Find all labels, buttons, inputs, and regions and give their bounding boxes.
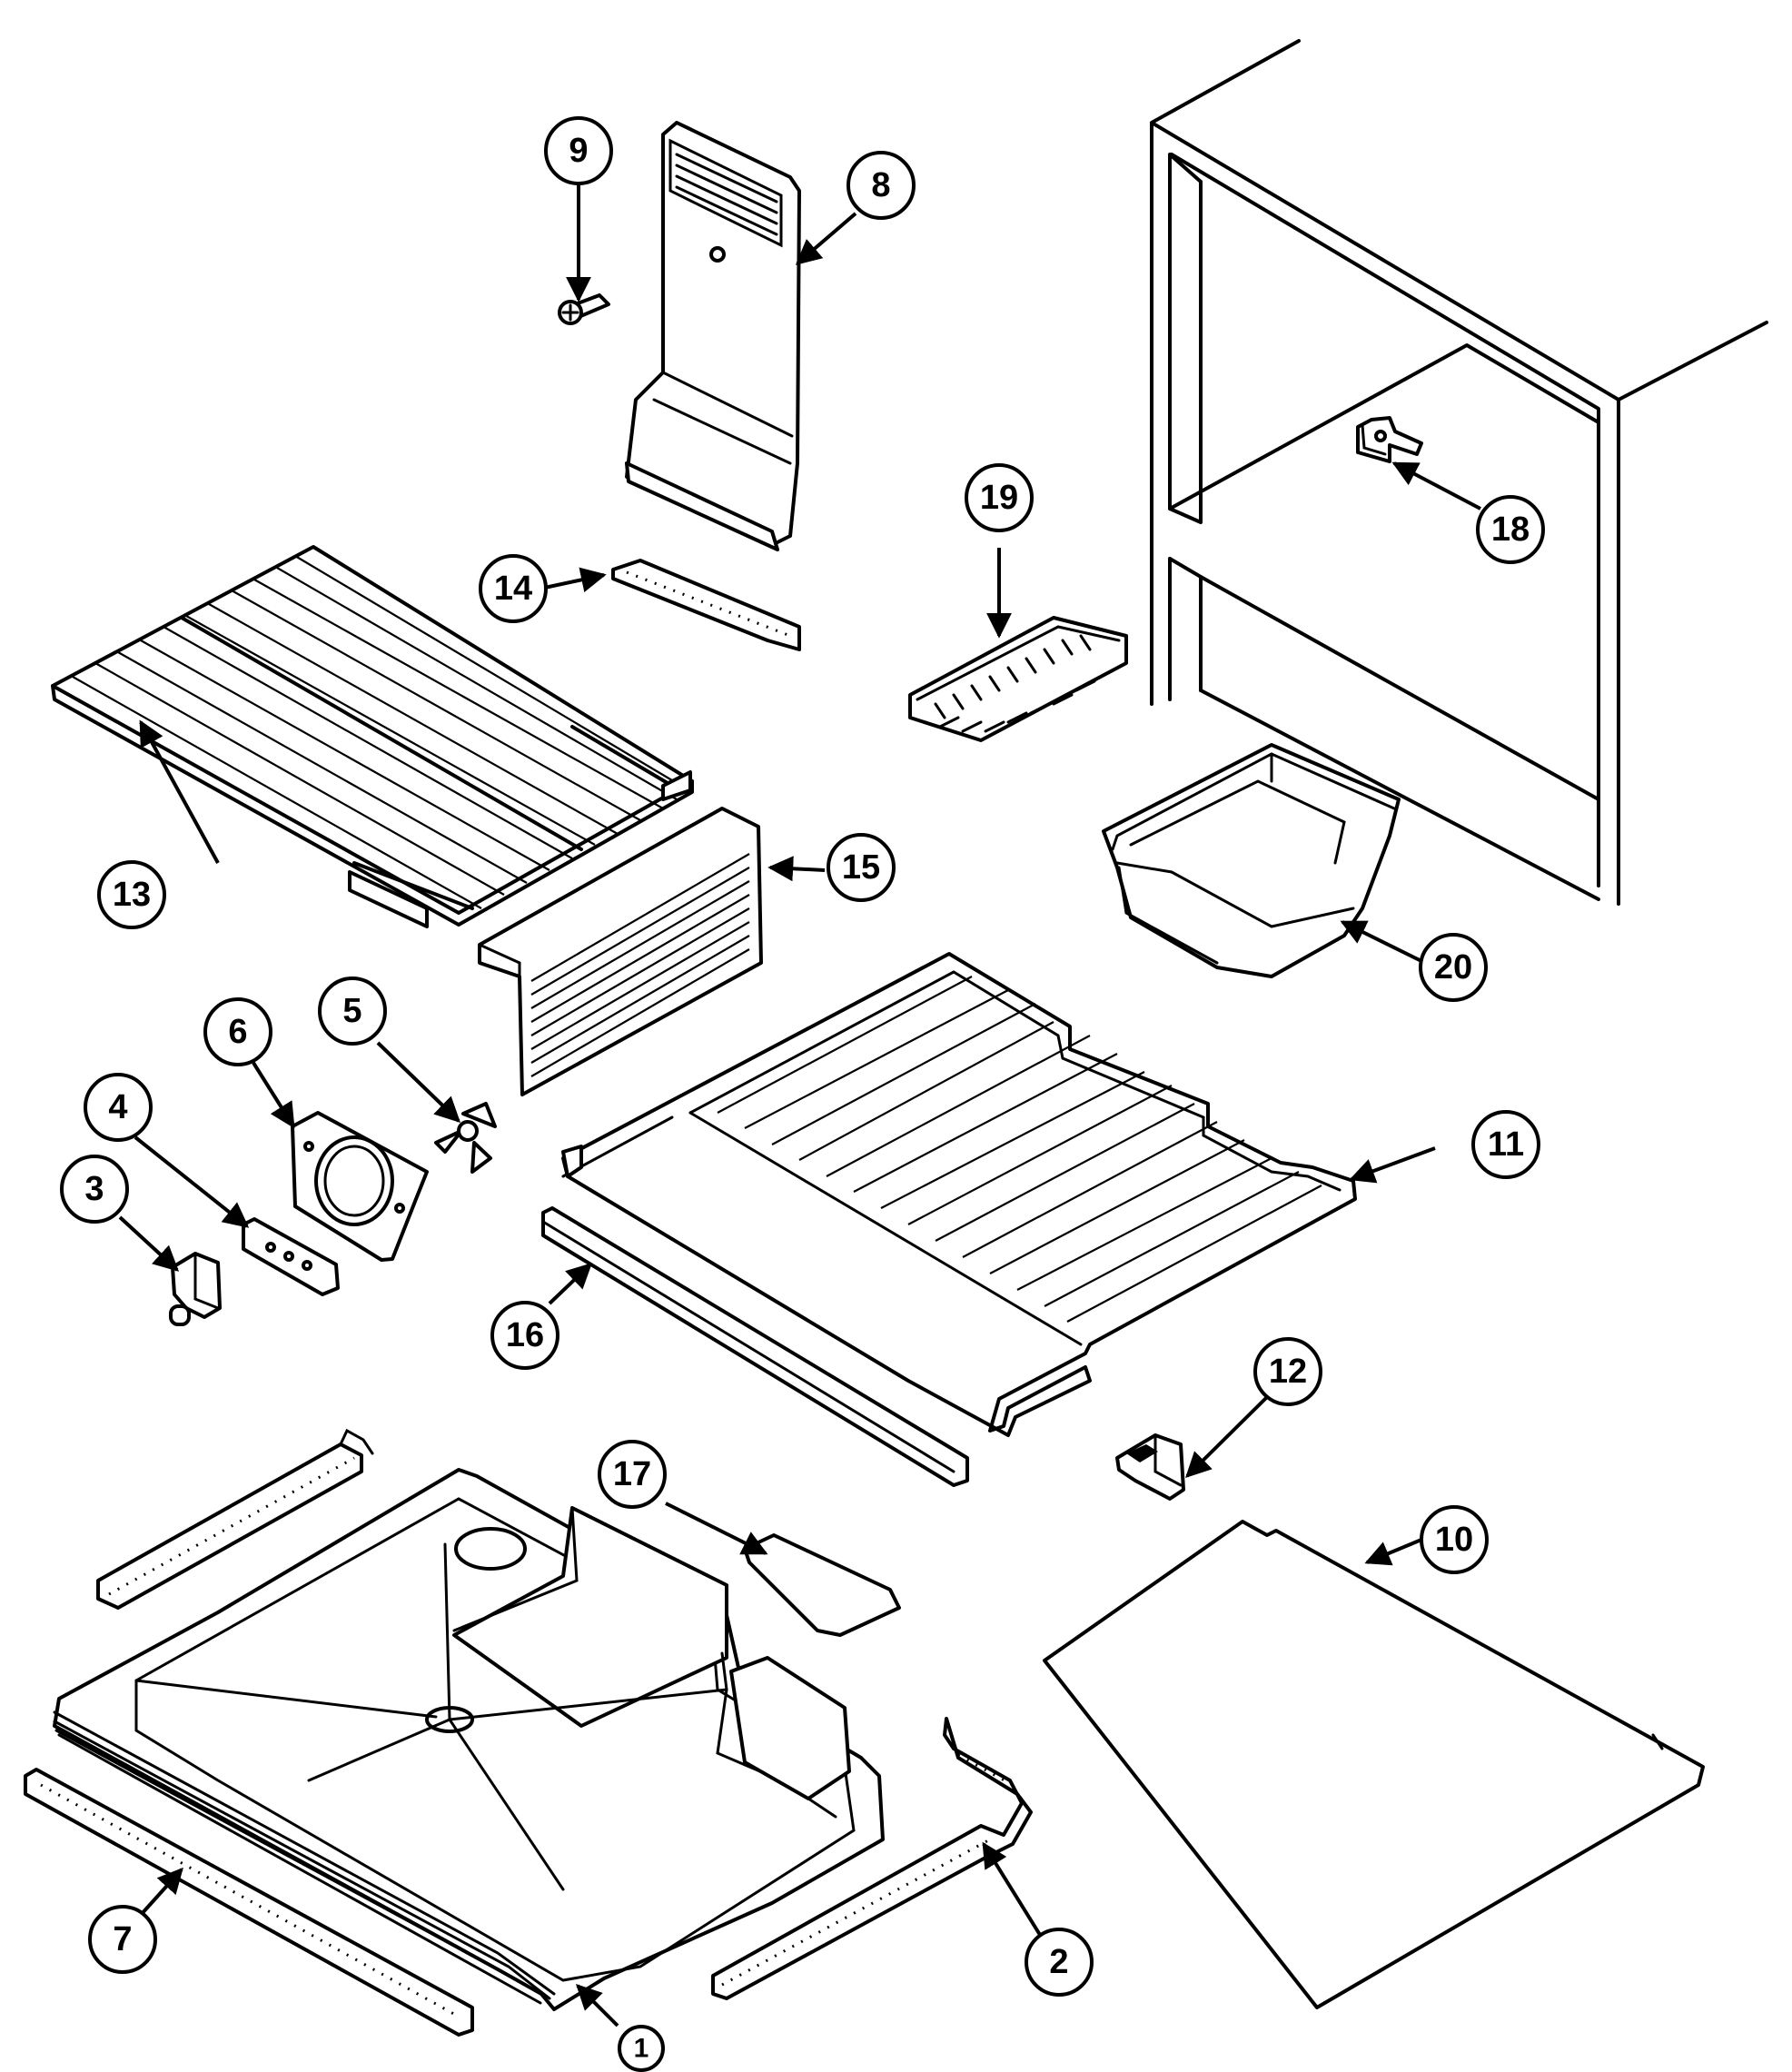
callout-10: 10 [1420, 1505, 1489, 1574]
side-strip-left [96, 1428, 374, 1610]
part-10-glass-panel [1043, 1520, 1705, 2009]
callout-11: 11 [1471, 1110, 1540, 1179]
callout-3-label: 3 [84, 1170, 104, 1208]
callout-8: 8 [846, 151, 916, 220]
part-1-crisper-pan [53, 1468, 885, 2011]
callout-10-label: 10 [1435, 1521, 1473, 1559]
part-20-bin [1102, 743, 1401, 978]
callout-3: 3 [60, 1155, 129, 1224]
part-7-strip [24, 1768, 474, 2037]
callout-12: 12 [1253, 1337, 1322, 1406]
callout-4-label: 4 [108, 1088, 127, 1126]
callout-7: 7 [88, 1905, 157, 1974]
part-4-bracket [242, 1217, 340, 1296]
callout-17: 17 [598, 1440, 667, 1509]
callout-1-label: 1 [634, 2034, 649, 2064]
callout-5-label: 5 [342, 992, 361, 1030]
callout-19: 19 [965, 463, 1034, 532]
callout-20: 20 [1419, 933, 1488, 1002]
callout-2: 2 [1025, 1928, 1094, 1997]
callout-17-label: 17 [613, 1455, 651, 1493]
part-15-cover-panel [478, 807, 763, 1096]
callout-6: 6 [203, 997, 272, 1066]
part-11-crisper-cover [561, 952, 1357, 1437]
part-5-fan-blade [434, 1102, 497, 1174]
callout-14-label: 14 [494, 570, 532, 608]
callout-5: 5 [318, 977, 387, 1046]
callout-19-label: 19 [980, 479, 1018, 517]
callout-4: 4 [84, 1073, 153, 1142]
part-12-block [1115, 1433, 1185, 1501]
part-14-strip [611, 559, 801, 651]
part-13-wire-shelf [51, 545, 694, 928]
callout-11-label: 11 [1488, 1125, 1524, 1164]
part-16-trim-strip [541, 1206, 969, 1487]
refrigerator-cabinet [1150, 39, 1768, 906]
callout-9-label: 9 [569, 132, 588, 170]
callout-16-label: 16 [506, 1316, 544, 1354]
callout-8-label: 8 [871, 166, 890, 204]
callout-15-label: 15 [842, 848, 880, 887]
callout-1: 1 [618, 2025, 665, 2072]
callout-13: 13 [97, 860, 166, 929]
callout-20-label: 20 [1434, 948, 1472, 986]
callout-leaders [118, 177, 1481, 2027]
part-9-screw [558, 293, 610, 325]
callout-7-label: 7 [113, 1920, 132, 1958]
callout-15: 15 [827, 833, 896, 902]
callout-14: 14 [479, 554, 548, 623]
callout-13-label: 13 [113, 876, 151, 914]
part-3-fan-motor-switch [169, 1252, 222, 1326]
part-6-fan-bracket [291, 1111, 429, 1262]
callout-12-label: 12 [1269, 1353, 1307, 1391]
part-18-bracket [1356, 416, 1423, 463]
callout-6-label: 6 [228, 1013, 247, 1051]
part-19-ice-tray [908, 616, 1128, 742]
callout-2-label: 2 [1049, 1943, 1068, 1981]
part-17-piece [743, 1533, 901, 1637]
callout-18-label: 18 [1491, 511, 1530, 549]
callout-9: 9 [544, 116, 613, 185]
callout-16: 16 [490, 1301, 559, 1370]
part-8-evaporator-cover [625, 121, 801, 551]
callout-18: 18 [1476, 495, 1545, 564]
part-2-gasket-strip [711, 1717, 1033, 2000]
